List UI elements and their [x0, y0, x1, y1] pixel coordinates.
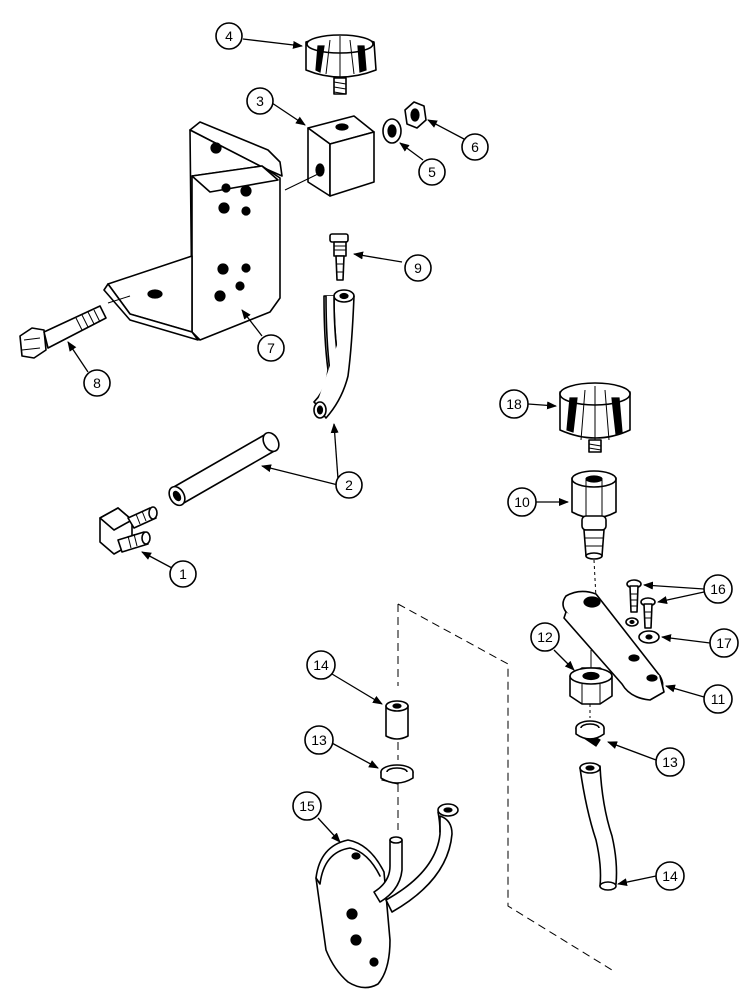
knob-part-4 — [305, 34, 377, 95]
callout-6: 6 — [461, 133, 489, 161]
hose-part-14-right — [579, 762, 618, 891]
callout-3-label: 3 — [256, 93, 264, 109]
callout-14-right: 14 — [655, 861, 685, 891]
clamp-part-13-left — [380, 764, 414, 785]
callout-18: 18 — [499, 389, 529, 419]
callout-13-right: 13 — [655, 747, 685, 777]
callout-15: 15 — [292, 791, 322, 821]
callout-18-label: 18 — [506, 396, 522, 412]
callout-14-right-label: 14 — [662, 868, 678, 884]
callout-14-left-label: 14 — [313, 657, 329, 673]
callout-1-label: 1 — [179, 566, 187, 582]
washer-part-17 — [638, 630, 660, 644]
callout-1: 1 — [169, 560, 197, 588]
screws-part-16 — [625, 579, 656, 629]
callout-12: 12 — [530, 622, 560, 652]
hose-part-2-upper — [313, 289, 355, 419]
leader-lines — [67, 38, 711, 887]
callout-10: 10 — [507, 487, 537, 517]
callout-13-right-label: 13 — [662, 754, 678, 770]
assembly-dashed-outline — [397, 603, 613, 971]
bolt-part-8 — [19, 295, 131, 359]
callout-17-label: 17 — [716, 635, 732, 651]
pump-part-15 — [315, 803, 459, 989]
callout-5-label: 5 — [428, 164, 436, 180]
clamp-part-13-right — [575, 720, 605, 747]
hose-part-14-left — [385, 700, 409, 740]
callout-15-label: 15 — [299, 798, 315, 814]
washer-part-5 — [382, 118, 402, 144]
callout-10-label: 10 — [514, 494, 530, 510]
callout-16-label: 16 — [710, 581, 726, 597]
plate-part-11 — [562, 590, 665, 701]
callout-4-label: 4 — [225, 28, 233, 44]
fitting-part-9 — [329, 233, 349, 281]
callout-8: 8 — [83, 369, 111, 397]
callout-9-label: 9 — [414, 260, 422, 276]
knob-part-18 — [559, 382, 631, 453]
nut-part-12 — [569, 650, 613, 705]
elbow-part-1 — [99, 506, 158, 555]
callout-4: 4 — [215, 22, 243, 50]
bracket-part-7 — [103, 121, 283, 341]
callout-12-label: 12 — [537, 629, 553, 645]
block-part-3 — [284, 115, 375, 197]
hose-part-2-lower — [168, 431, 280, 507]
callout-8-label: 8 — [93, 375, 101, 391]
callout-3: 3 — [246, 87, 274, 115]
callout-2: 2 — [335, 471, 363, 499]
callout-7-label: 7 — [267, 340, 275, 356]
nut-part-6 — [404, 101, 427, 129]
nut-part-10 — [571, 470, 617, 560]
callout-16: 16 — [703, 574, 733, 604]
callout-2-label: 2 — [345, 477, 353, 493]
callout-5: 5 — [418, 158, 446, 186]
callout-6-label: 6 — [471, 139, 479, 155]
callout-13-left-label: 13 — [311, 732, 327, 748]
callout-17: 17 — [709, 628, 739, 658]
callout-11-label: 11 — [711, 691, 726, 707]
callout-9: 9 — [404, 254, 432, 282]
callout-7: 7 — [257, 334, 285, 362]
callout-11: 11 — [703, 684, 733, 714]
callout-14-left: 14 — [306, 650, 336, 680]
callout-13-left: 13 — [304, 725, 334, 755]
